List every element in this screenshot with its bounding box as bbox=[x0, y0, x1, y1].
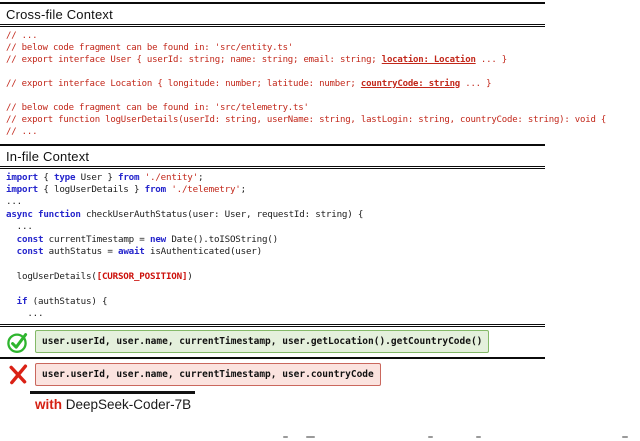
code-line: import { logUserDetails } from './teleme… bbox=[6, 184, 640, 196]
code-line: import { type User } from './entity'; bbox=[6, 172, 640, 184]
code-line: const authStatus = await isAuthenticated… bbox=[6, 246, 640, 258]
with-label: with bbox=[35, 397, 62, 412]
divider bbox=[0, 324, 545, 326]
code-line: // export function logUserDetails(userId… bbox=[6, 114, 640, 126]
code-line: ... bbox=[6, 308, 640, 320]
crossfile-code-block: // ...// below code fragment can be foun… bbox=[0, 27, 640, 140]
incorrect-completion-code: user.userId, user.name, currentTimestamp… bbox=[35, 363, 381, 386]
code-line: // below code fragment can be found in: … bbox=[6, 102, 640, 114]
code-line: async function checkUserAuthStatus(user:… bbox=[6, 209, 640, 221]
code-line: logUserDetails([CURSOR_POSITION]) bbox=[6, 271, 640, 283]
correct-completion-row: user.userId, user.name, currentTimestamp… bbox=[6, 330, 640, 354]
x-mark-icon bbox=[6, 362, 30, 386]
code-line bbox=[6, 283, 640, 295]
code-line: // export interface User { userId: strin… bbox=[6, 54, 640, 66]
cropped-caption-remnant bbox=[0, 435, 640, 439]
model-caption: with DeepSeek-Coder-7B bbox=[35, 397, 640, 412]
code-line bbox=[6, 66, 640, 78]
crossfile-context-title: Cross-file Context bbox=[0, 4, 640, 24]
code-line: if (authStatus) { bbox=[6, 296, 640, 308]
correct-completion-code: user.userId, user.name, currentTimestamp… bbox=[35, 330, 489, 353]
code-line: // below code fragment can be found in: … bbox=[6, 42, 640, 54]
model-name: DeepSeek-Coder-7B bbox=[66, 397, 191, 412]
incorrect-completion-row: user.userId, user.name, currentTimestamp… bbox=[6, 362, 640, 386]
divider bbox=[0, 357, 545, 359]
code-line: const currentTimestamp = new Date().toIS… bbox=[6, 234, 640, 246]
code-line: // ... bbox=[6, 126, 640, 138]
code-line bbox=[6, 258, 640, 270]
code-line bbox=[6, 90, 640, 102]
code-line: ... bbox=[6, 221, 640, 233]
model-caption-underline bbox=[30, 391, 195, 394]
code-line: // ... bbox=[6, 30, 640, 42]
code-line: ... bbox=[6, 196, 640, 208]
infile-code-block: import { type User } from './entity';imp… bbox=[0, 169, 640, 323]
check-circle-icon bbox=[6, 330, 30, 354]
code-line: // export interface Location { longitude… bbox=[6, 78, 640, 90]
infile-context-title: In-file Context bbox=[0, 146, 640, 166]
